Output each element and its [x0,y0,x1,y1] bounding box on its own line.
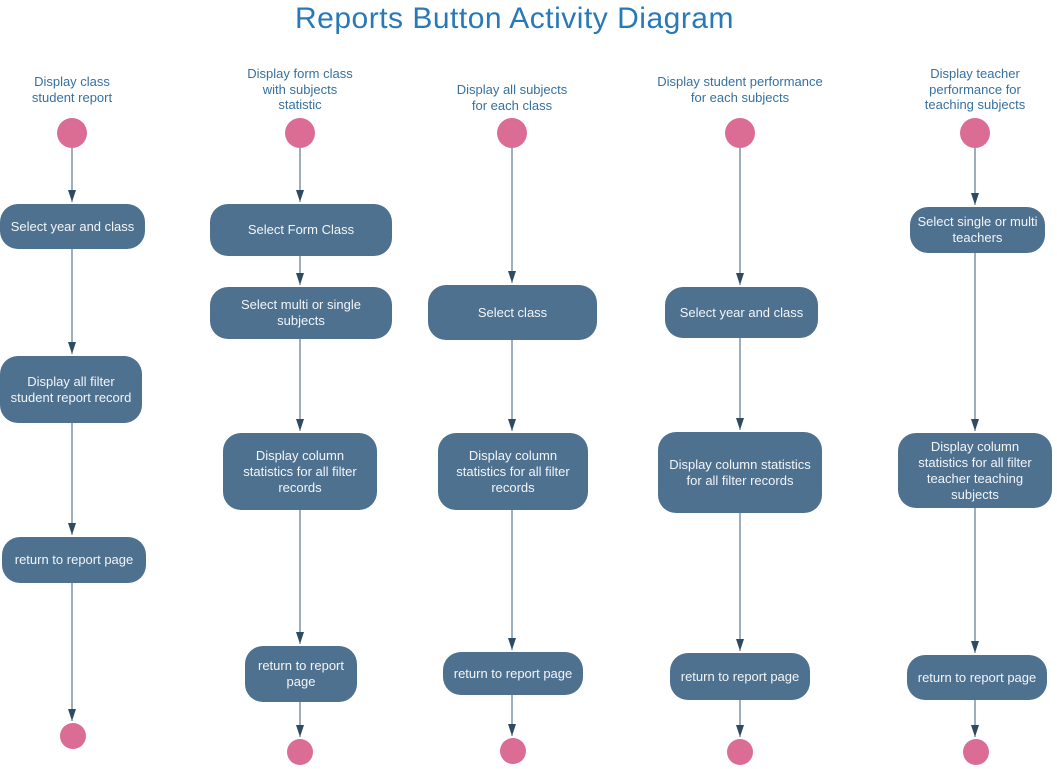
lane2-start-node [285,118,315,148]
lane2-end-node [287,739,313,765]
lane5-activity-return-report-page: return to report page [907,655,1047,700]
lane1-activity-select-year-class: Select year and class [0,204,145,249]
lane1-end-node [60,723,86,749]
lane1-activity-return-report-page: return to report page [2,537,146,583]
lane3-activity-select-class: Select class [428,285,597,340]
lane3-start-node [497,118,527,148]
lane3-end-node [500,738,526,764]
lane5-activity-select-teachers: Select single or multi teachers [910,207,1045,253]
lane4-header: Display student performance for each sub… [657,74,823,105]
lane1-start-node [57,118,87,148]
lane2-activity-return-report-page: return to report page [245,646,357,702]
lane1-header: Display class student report [31,74,113,105]
lane5-end-node [963,739,989,765]
lane4-activity-display-column-statistics: Display column statistics for all filter… [658,432,822,513]
lane1-activity-display-filter-records: Display all filter student report record [0,356,142,423]
lane2-activity-display-column-statistics: Display column statistics for all filter… [223,433,377,510]
lane2-header: Display form class with subjects statist… [247,66,353,112]
lane5-start-node [960,118,990,148]
lane4-start-node [725,118,755,148]
lane3-activity-return-report-page: return to report page [443,652,583,695]
lane2-activity-select-form-class: Select Form Class [210,204,392,256]
lane5-header: Display teacher performance for teaching… [924,66,1026,112]
lane3-header: Display all subjects for each class [456,82,568,113]
lane5-activity-display-column-statistics: Display column statistics for all filter… [898,433,1052,508]
diagram-title: Reports Button Activity Diagram [294,2,734,35]
lane4-activity-select-year-class: Select year and class [665,287,818,338]
lane4-activity-return-report-page: return to report page [670,653,810,700]
lane3-activity-display-column-statistics: Display column statistics for all filter… [438,433,588,510]
lane4-end-node [727,739,753,765]
lane2-activity-select-subjects: Select multi or single subjects [210,287,392,339]
